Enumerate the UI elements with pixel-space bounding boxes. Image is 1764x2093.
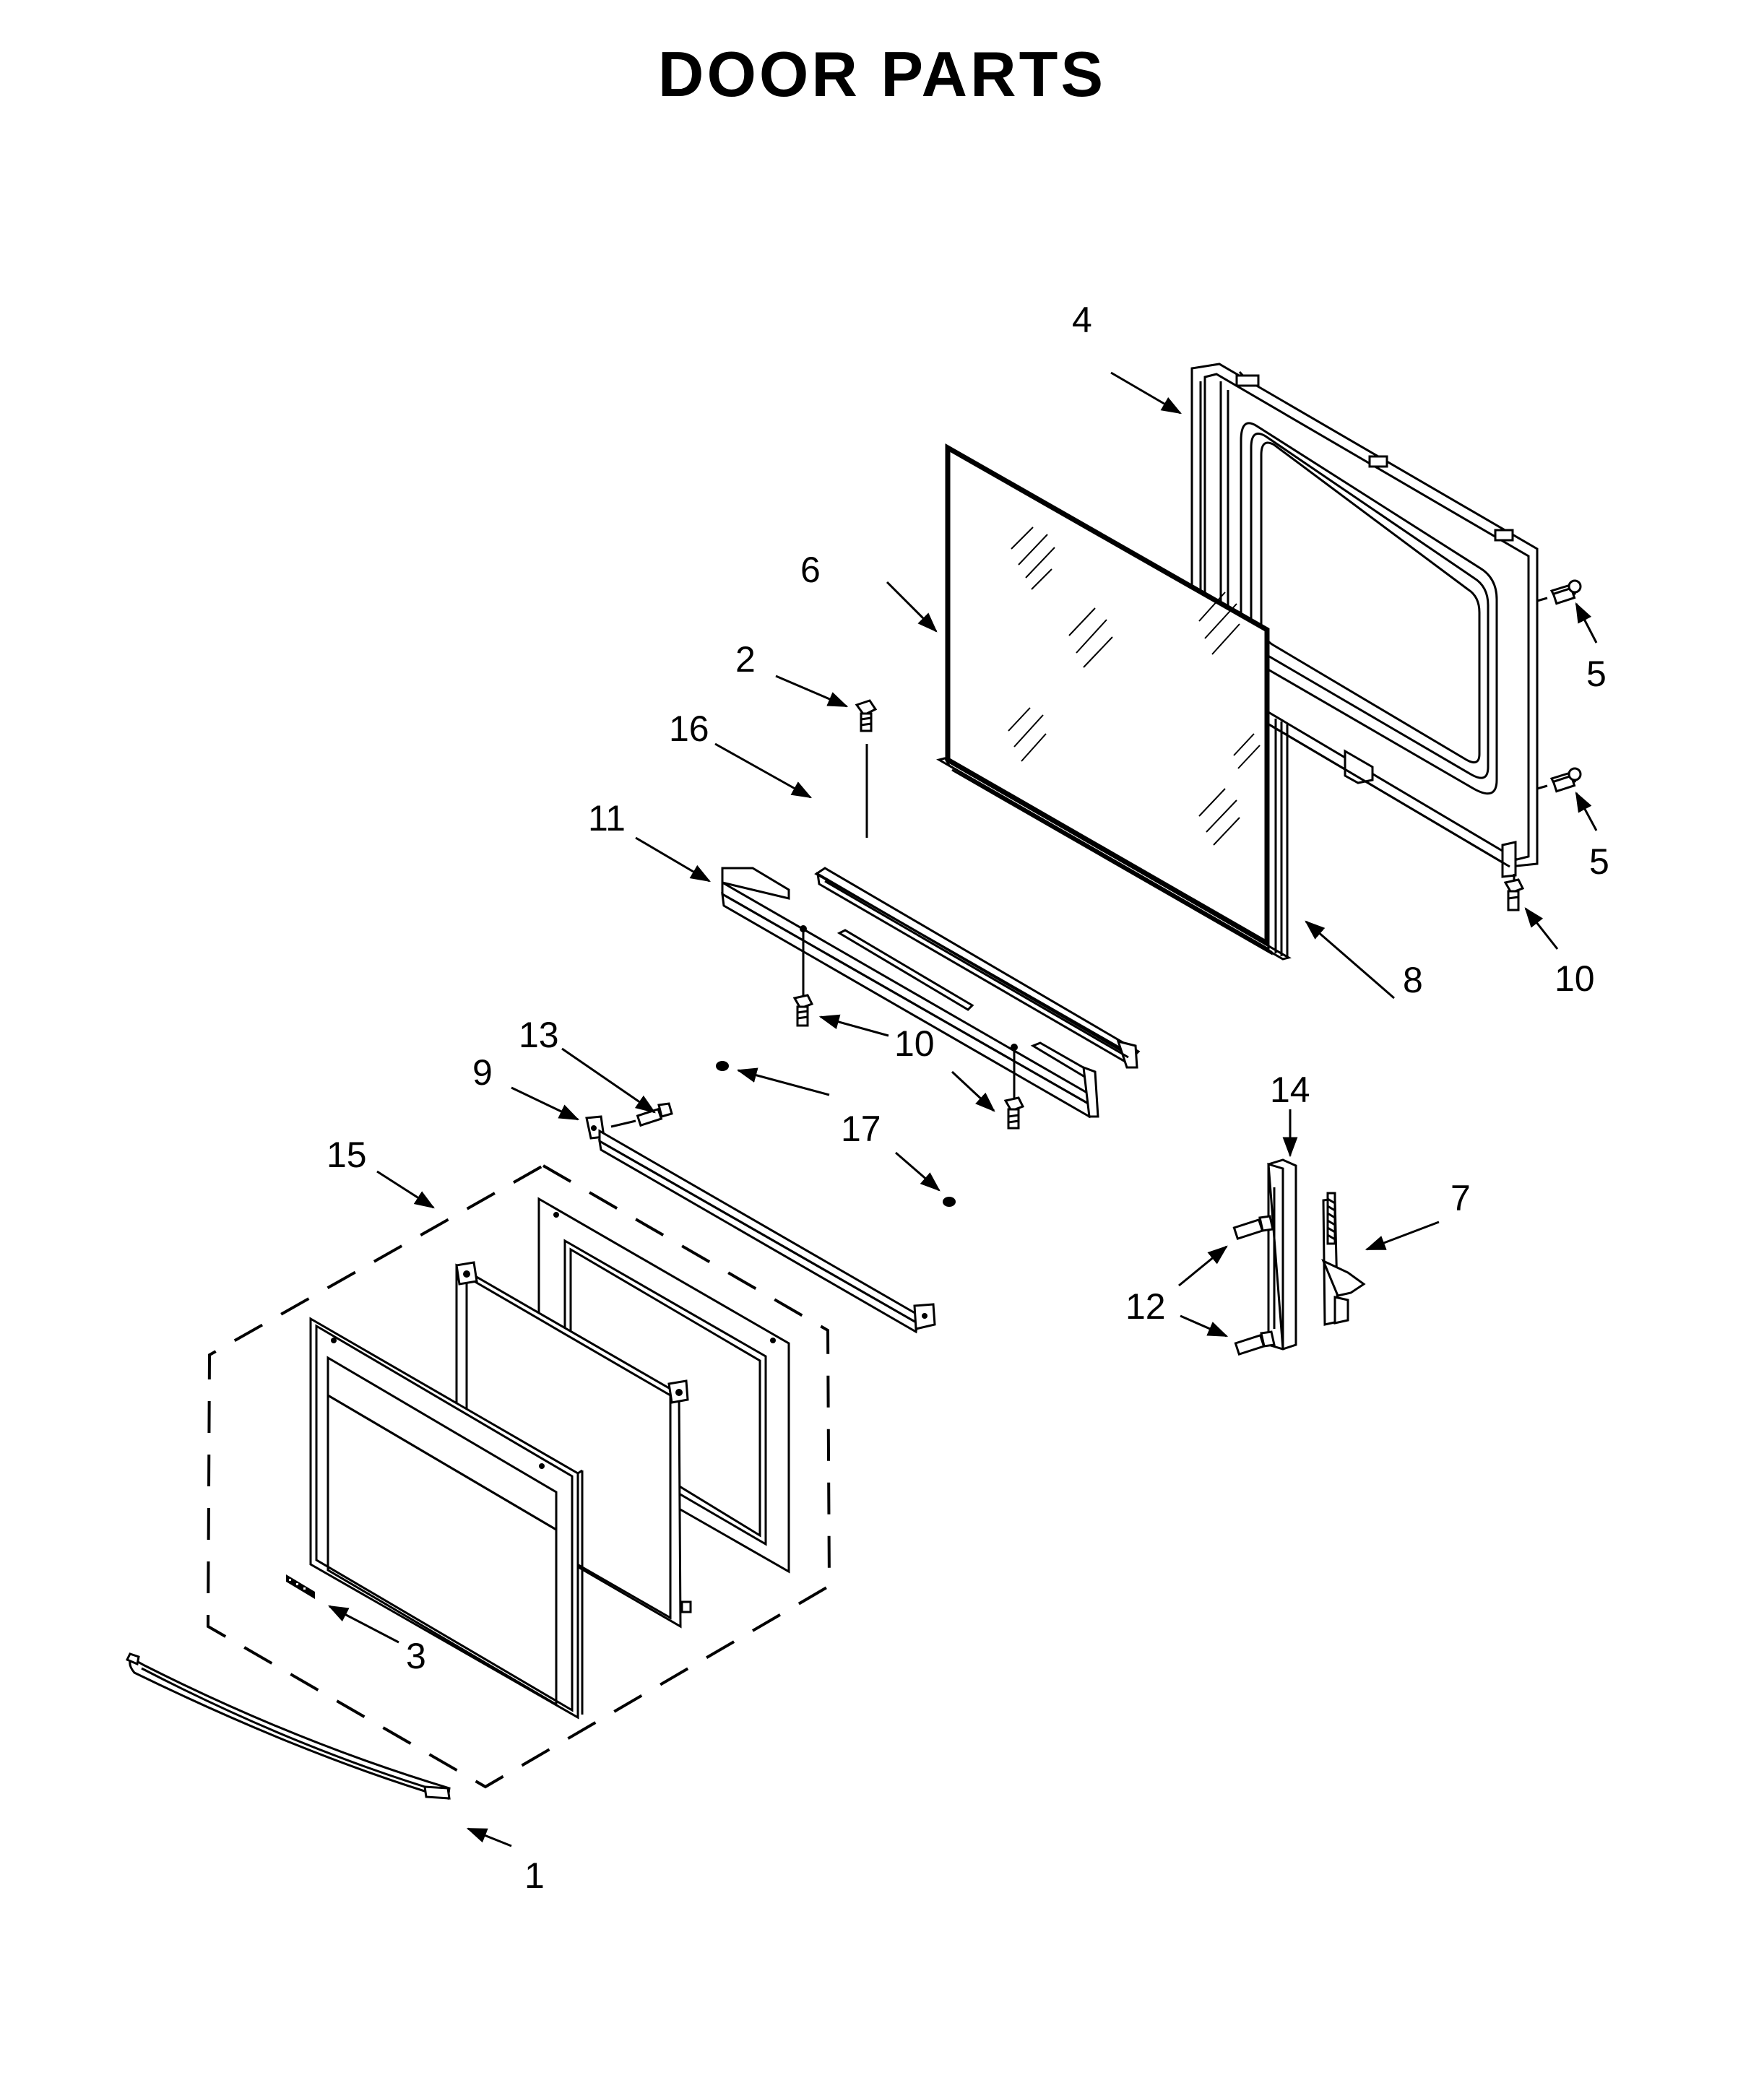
part-10-screw-frame — [1503, 874, 1525, 911]
callout-8: 8 — [1403, 960, 1423, 1000]
part-4-inner-door-frame — [1190, 363, 1539, 878]
part-7-hinge — [1321, 1192, 1366, 1326]
part-2-screw — [855, 699, 878, 838]
callout-4: 4 — [1072, 300, 1092, 340]
part-5-screw-upper — [1536, 579, 1582, 605]
part-3-badge — [286, 1574, 315, 1599]
outer-door-middle-frame — [449, 1261, 692, 1629]
part-1-handle — [125, 1652, 451, 1800]
callout-9: 9 — [472, 1052, 493, 1093]
callout-11: 11 — [588, 798, 626, 838]
callout-7: 7 — [1450, 1178, 1471, 1218]
callout-14: 14 — [1270, 1070, 1310, 1110]
callout-5-lower: 5 — [1589, 841, 1609, 882]
callout-3: 3 — [406, 1636, 426, 1676]
callout-12: 12 — [1125, 1286, 1166, 1327]
diagram-title: DOOR PARTS — [657, 38, 1107, 110]
part-14-hinge-receiver — [1267, 1158, 1297, 1351]
part-15-glass-retainer — [814, 867, 1141, 1069]
part-9-hinge-bar — [585, 1115, 936, 1334]
callout-13: 13 — [519, 1015, 559, 1055]
part-10-screw-right — [1003, 1050, 1025, 1130]
callout-10-frame: 10 — [1555, 958, 1595, 999]
callout-17: 17 — [841, 1109, 881, 1149]
part-13-screw — [610, 1102, 673, 1128]
outer-door-front-frame — [309, 1317, 584, 1720]
part-12-screw-upper — [1232, 1215, 1274, 1241]
part-16-outer-door-assembly — [206, 1164, 831, 1789]
part-17-plug-upper — [716, 1061, 729, 1071]
part-6-glass-panel — [943, 443, 1273, 956]
part-11-support-bracket — [721, 867, 1099, 1119]
glass-glare-marks — [1008, 526, 1261, 846]
callout-6: 6 — [800, 550, 821, 590]
part-12-screw-lower — [1234, 1330, 1276, 1356]
callout-16: 15 — [327, 1135, 367, 1175]
callout-5-upper: 5 — [1586, 654, 1607, 694]
callout-1: 1 — [524, 1855, 545, 1896]
part-10-screw-left — [792, 932, 814, 1027]
callout-10-bracket: 10 — [894, 1023, 935, 1064]
callout-2: 2 — [735, 639, 756, 680]
part-17-plug-lower — [943, 1197, 956, 1207]
part-5-screw-lower — [1536, 767, 1582, 793]
callout-labels: 4 6 2 16 11 8 5 5 10 10 13 9 17 15 14 7 … — [327, 300, 1609, 1896]
callout-15: 16 — [669, 708, 709, 749]
leader-lines — [327, 371, 1598, 1847]
